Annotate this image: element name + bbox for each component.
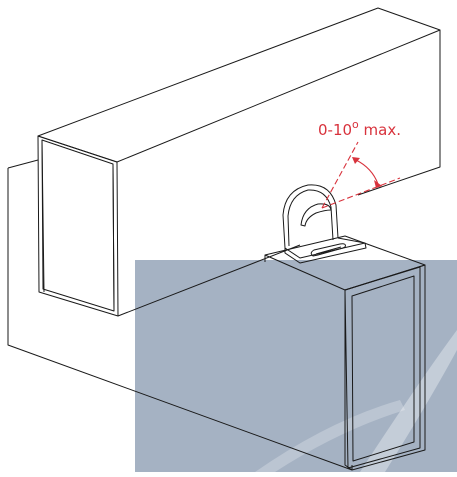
- bracket-curved-slot: [300, 203, 332, 227]
- angle-ref-line-tilted: [321, 141, 359, 209]
- bracket-base-slot: [310, 243, 346, 257]
- short-tube-end-inner: [351, 275, 415, 462]
- angle-label-suffix: max.: [359, 121, 401, 139]
- upper-tube-end-inner: [41, 139, 115, 312]
- bracket-vertical-plate-inner: [287, 189, 334, 247]
- angle-label-degree: o: [352, 118, 359, 131]
- upper-tube-end-inner-wall: [41, 139, 115, 312]
- angle-ref-line-horizontal: [321, 177, 401, 209]
- upper-tube-end-outer: [37, 135, 119, 317]
- bracket-base-plate-edge: [284, 242, 367, 264]
- angle-arrowhead-bottom: [374, 180, 382, 188]
- angle-arc: [355, 159, 379, 185]
- short-tube-end-frame: [344, 266, 421, 469]
- watermark-swoosh-2: [255, 400, 405, 472]
- lower-tube-outline: [7, 168, 353, 471]
- angle-label-value: 0-10: [318, 121, 352, 139]
- watermark-panel: [135, 260, 457, 472]
- angle-label: 0-10o max.: [318, 118, 401, 139]
- angle-arrowhead-top: [352, 157, 360, 164]
- upper-tube-right-edge: [357, 30, 441, 196]
- lower-tube-top-left: [7, 159, 39, 169]
- short-tube-end-outer: [344, 290, 353, 471]
- bracket-base-slot-inner: [315, 246, 342, 255]
- watermark-swoosh: [360, 330, 457, 472]
- bracket-vertical-plate: [282, 184, 339, 249]
- angle-annotation: [321, 141, 401, 209]
